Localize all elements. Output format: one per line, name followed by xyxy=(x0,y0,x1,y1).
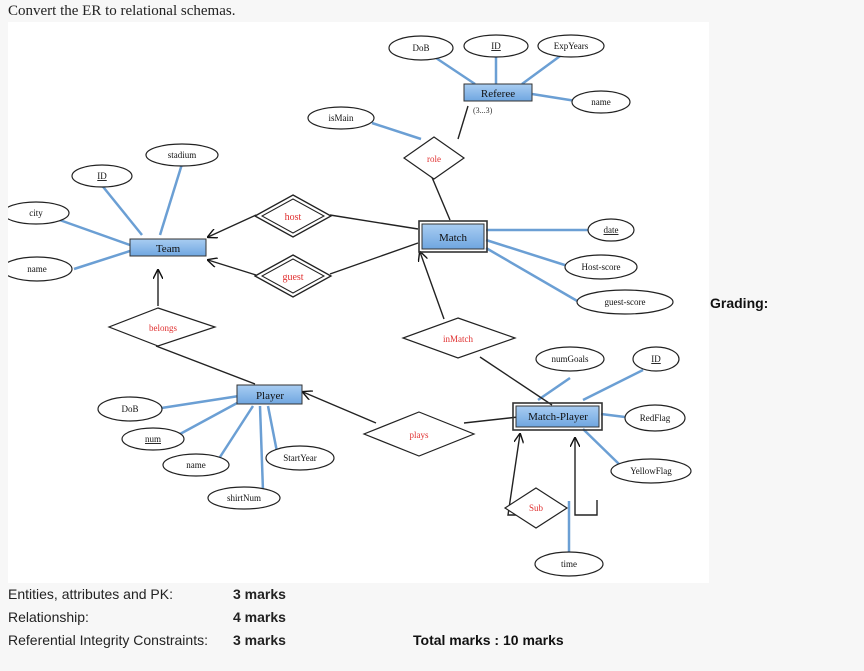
svg-text:isMain: isMain xyxy=(328,113,354,123)
attribute-mp-id: ID xyxy=(632,346,680,372)
attribute-connectors xyxy=(53,46,644,556)
attribute-player-dob: DoB xyxy=(97,396,163,422)
marks-row-value: 4 marks xyxy=(233,609,286,625)
entity-referee: Referee (3...3) xyxy=(463,83,533,115)
er-diagram: host guest role belongs inMatch plays Su… xyxy=(8,22,709,583)
attribute-mp-yellowflag: YellowFlag xyxy=(610,458,692,484)
marks-row-value: 3 marks xyxy=(233,586,286,602)
attribute-referee-expyears: ExpYears xyxy=(537,34,605,58)
relationship-belongs: belongs xyxy=(107,307,217,347)
relationship-role: role xyxy=(402,136,466,180)
svg-text:name: name xyxy=(591,97,611,107)
entity-label: Match xyxy=(439,232,468,244)
svg-text:ExpYears: ExpYears xyxy=(554,41,589,51)
svg-text:DoB: DoB xyxy=(121,404,138,414)
relationship-sub: Sub xyxy=(503,487,569,529)
entity-match: Match xyxy=(418,220,488,253)
svg-text:guest-score: guest-score xyxy=(605,297,646,307)
svg-text:numGoals: numGoals xyxy=(552,354,589,364)
entity-team: Team xyxy=(129,238,207,257)
attribute-match-hostscore: Host-score xyxy=(564,254,638,280)
relationship-label: guest xyxy=(282,272,303,283)
entity-label: Referee xyxy=(481,88,515,100)
attribute-referee-id: ID xyxy=(463,34,529,58)
svg-text:date: date xyxy=(604,225,619,235)
attribute-player-name: name xyxy=(162,453,230,477)
attribute-team-stadium: stadium xyxy=(145,143,219,167)
total-marks: Total marks : 10 marks xyxy=(413,632,564,648)
relationship-host: host xyxy=(253,194,333,238)
entity-match-player: Match-Player xyxy=(512,402,603,431)
relationship-guest: guest xyxy=(253,254,333,298)
entity-label: Team xyxy=(156,243,181,255)
attribute-team-city: city xyxy=(8,201,70,225)
attribute-team-id: ID xyxy=(71,164,133,188)
svg-text:name: name xyxy=(27,264,47,274)
attribute-mp-numgoals: numGoals xyxy=(535,346,605,372)
svg-text:stadium: stadium xyxy=(168,150,197,160)
relationship-label: belongs xyxy=(149,323,177,333)
relationship-label: role xyxy=(427,154,441,164)
relationship-connectors xyxy=(156,105,598,516)
relationship-plays: plays xyxy=(362,411,476,457)
entity-label: Match-Player xyxy=(528,411,588,423)
question-title: Convert the ER to relational schemas. xyxy=(8,3,236,19)
svg-text:DoB: DoB xyxy=(412,43,429,53)
relationship-label: host xyxy=(285,212,302,223)
svg-text:RedFlag: RedFlag xyxy=(640,413,671,423)
attribute-match-guestscore: guest-score xyxy=(576,289,674,315)
svg-text:ID: ID xyxy=(491,41,501,51)
attribute-match-date: date xyxy=(587,218,635,242)
marks-row-label: Relationship: xyxy=(8,609,89,625)
svg-text:ID: ID xyxy=(651,354,661,364)
entity-label: Player xyxy=(256,390,284,402)
cardinality-label: (3...3) xyxy=(473,106,493,115)
grading-label: Grading: xyxy=(710,295,769,311)
svg-text:YellowFlag: YellowFlag xyxy=(630,466,672,476)
attribute-ismain: isMain xyxy=(307,106,375,130)
svg-text:Host-score: Host-score xyxy=(582,262,621,272)
attribute-team-name: name xyxy=(8,256,73,282)
svg-text:name: name xyxy=(186,460,206,470)
attribute-mp-redflag: RedFlag xyxy=(624,404,686,432)
relationship-inmatch: inMatch xyxy=(401,317,517,359)
attribute-referee-dob: DoB xyxy=(388,35,454,61)
svg-text:time: time xyxy=(561,559,577,569)
svg-text:shirtNum: shirtNum xyxy=(227,493,261,503)
attribute-player-num: num xyxy=(121,427,185,451)
marks-row-label: Entities, attributes and PK: xyxy=(8,586,173,602)
svg-text:ID: ID xyxy=(97,171,107,181)
attribute-referee-name: name xyxy=(571,90,631,114)
relationship-label: inMatch xyxy=(443,334,473,344)
svg-text:num: num xyxy=(145,434,161,444)
attribute-sub-time: time xyxy=(534,551,604,577)
relationship-label: Sub xyxy=(529,503,544,513)
attribute-player-shirtnum: shirtNum xyxy=(207,486,281,510)
relationship-label: plays xyxy=(410,430,429,440)
svg-text:StartYear: StartYear xyxy=(283,453,317,463)
svg-text:city: city xyxy=(29,208,43,218)
entity-player: Player xyxy=(236,384,303,405)
marks-row-value: 3 marks xyxy=(233,632,286,648)
attribute-player-startyear: StartYear xyxy=(265,445,335,471)
marks-row-label: Referential Integrity Constraints: xyxy=(8,632,208,648)
